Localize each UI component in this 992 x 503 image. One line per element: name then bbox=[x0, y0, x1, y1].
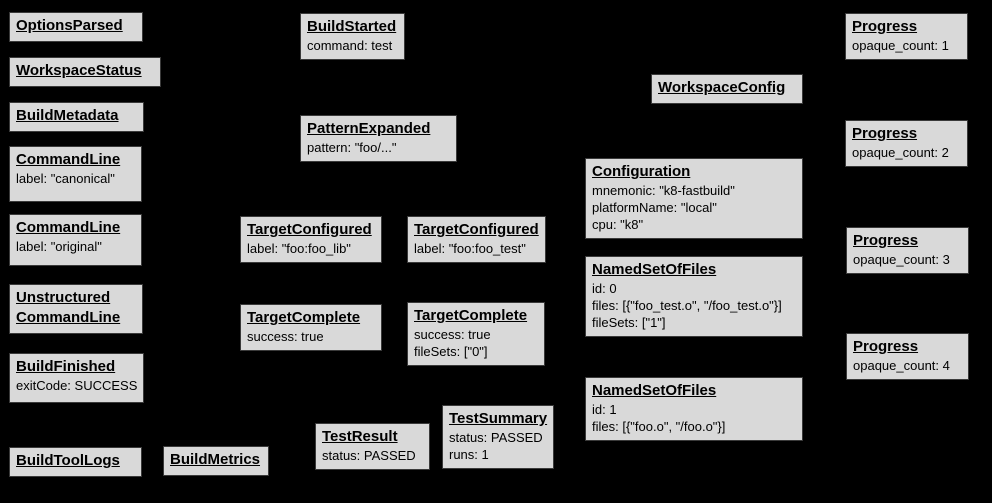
node-field: fileSets: ["1"] bbox=[592, 315, 666, 330]
node-title: CommandLine bbox=[16, 151, 121, 168]
node-title: BuildFinished bbox=[16, 358, 116, 375]
node-target-configured-foo-lib: TargetConfigured label: "foo:foo_lib" bbox=[240, 216, 382, 263]
node-field: id: 1 bbox=[592, 402, 617, 417]
node-title: BuildMetadata bbox=[16, 107, 119, 124]
node-title: Configuration bbox=[592, 163, 691, 180]
node-title: TestSummary bbox=[449, 410, 548, 427]
node-target-configured-foo-test: TargetConfigured label: "foo:foo_test" bbox=[407, 216, 546, 263]
node-field: label: "original" bbox=[16, 239, 102, 254]
node-progress-3: Progress opaque_count: 3 bbox=[846, 227, 969, 274]
node-title: CommandLine bbox=[16, 309, 121, 326]
node-field: pattern: "foo/..." bbox=[307, 140, 397, 155]
node-field: label: "foo:foo_lib" bbox=[247, 241, 351, 256]
node-title: Progress bbox=[853, 232, 919, 249]
node-title: TestResult bbox=[322, 428, 398, 445]
node-field: command: test bbox=[307, 38, 393, 53]
node-progress-2: Progress opaque_count: 2 bbox=[845, 120, 968, 167]
node-field: opaque_count: 3 bbox=[853, 252, 950, 267]
node-title: PatternExpanded bbox=[307, 120, 431, 137]
node-target-complete-foo-test: TargetComplete success: true fileSets: [… bbox=[407, 302, 545, 366]
node-field: cpu: "k8" bbox=[592, 217, 644, 232]
node-workspace-config: WorkspaceConfig bbox=[651, 74, 803, 104]
node-field: files: [{"foo_test.o", "/foo_test.o"}] bbox=[592, 298, 782, 313]
node-title: Unstructured bbox=[16, 289, 111, 306]
node-title: CommandLine bbox=[16, 219, 121, 236]
node-title: TargetComplete bbox=[414, 307, 528, 324]
node-field: platformName: "local" bbox=[592, 200, 717, 215]
node-field: exitCode: SUCCESS bbox=[16, 378, 138, 393]
node-title: TargetComplete bbox=[247, 309, 361, 326]
node-title: Progress bbox=[852, 125, 918, 142]
node-configuration: Configuration mnemonic: "k8-fastbuild" p… bbox=[585, 158, 803, 239]
node-field: status: PASSED bbox=[449, 430, 543, 445]
node-title: TargetConfigured bbox=[414, 221, 539, 238]
node-test-summary: TestSummary status: PASSED runs: 1 bbox=[442, 405, 555, 469]
node-title: NamedSetOfFiles bbox=[592, 261, 717, 278]
node-progress-1: Progress opaque_count: 1 bbox=[845, 13, 968, 60]
node-test-result: TestResult status: PASSED bbox=[315, 423, 430, 470]
node-title: NamedSetOfFiles bbox=[592, 382, 717, 399]
node-options-parsed: OptionsParsed bbox=[9, 12, 143, 42]
node-build-started: BuildStarted command: test bbox=[300, 13, 405, 60]
node-field: opaque_count: 4 bbox=[853, 358, 950, 373]
node-field: label: "canonical" bbox=[16, 171, 115, 186]
node-unstructured-command-line: Unstructured CommandLine bbox=[9, 284, 143, 334]
node-workspace-status: WorkspaceStatus bbox=[9, 57, 161, 87]
node-build-finished: BuildFinished exitCode: SUCCESS bbox=[9, 353, 145, 403]
node-target-complete-foo-lib: TargetComplete success: true bbox=[240, 304, 382, 351]
node-build-tool-logs: BuildToolLogs bbox=[9, 447, 142, 477]
node-command-line-canonical: CommandLine label: "canonical" bbox=[9, 146, 142, 202]
node-field: label: "foo:foo_test" bbox=[414, 241, 526, 256]
node-field: mnemonic: "k8-fastbuild" bbox=[592, 183, 735, 198]
node-build-metrics: BuildMetrics bbox=[163, 446, 269, 476]
node-title: Progress bbox=[852, 18, 918, 35]
node-title: BuildToolLogs bbox=[16, 452, 120, 469]
node-build-metadata: BuildMetadata bbox=[9, 102, 144, 132]
node-field: id: 0 bbox=[592, 281, 617, 296]
node-title: WorkspaceConfig bbox=[658, 79, 786, 96]
node-field: opaque_count: 1 bbox=[852, 38, 949, 53]
node-title: WorkspaceStatus bbox=[16, 62, 142, 79]
node-title: BuildMetrics bbox=[170, 451, 261, 468]
node-named-set-of-files-0: NamedSetOfFiles id: 0 files: [{"foo_test… bbox=[585, 256, 803, 337]
node-field: status: PASSED bbox=[322, 448, 416, 463]
node-title: OptionsParsed bbox=[16, 17, 123, 34]
node-command-line-original: CommandLine label: "original" bbox=[9, 214, 142, 266]
node-pattern-expanded: PatternExpanded pattern: "foo/..." bbox=[300, 115, 457, 162]
node-field: runs: 1 bbox=[449, 447, 489, 462]
node-field: fileSets: ["0"] bbox=[414, 344, 488, 359]
node-field: success: true bbox=[247, 329, 324, 344]
node-title: BuildStarted bbox=[307, 18, 397, 35]
node-field: success: true bbox=[414, 327, 491, 342]
node-title: Progress bbox=[853, 338, 919, 355]
node-title: TargetConfigured bbox=[247, 221, 372, 238]
node-progress-4: Progress opaque_count: 4 bbox=[846, 333, 969, 380]
node-field: files: [{"foo.o", "/foo.o"}] bbox=[592, 419, 726, 434]
node-named-set-of-files-1: NamedSetOfFiles id: 1 files: [{"foo.o", … bbox=[585, 377, 803, 441]
node-field: opaque_count: 2 bbox=[852, 145, 949, 160]
